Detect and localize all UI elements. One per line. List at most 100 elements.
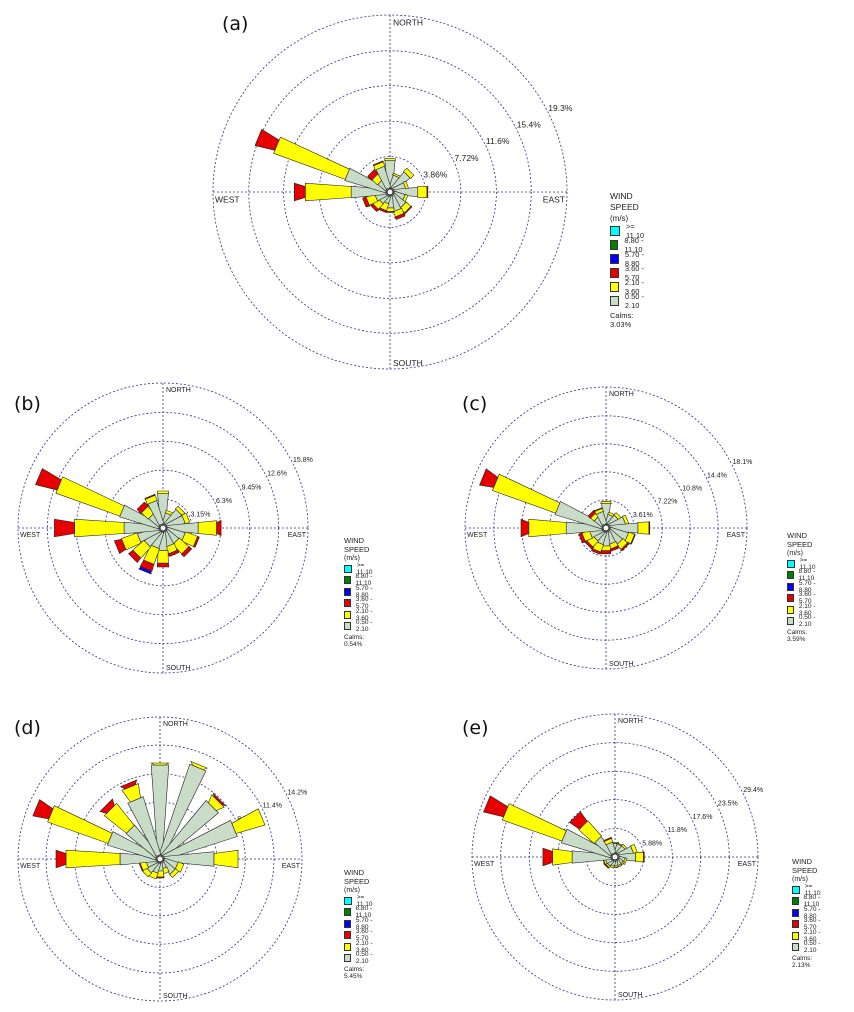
petal-nne-2-10-3-60 <box>190 760 209 770</box>
petal-nnw-3-60-5-70 <box>372 160 384 167</box>
petal-w-3-60-5-70 <box>55 849 67 869</box>
panel-label-e: (e) <box>462 717 489 739</box>
legend-calms: Calms: 5.45% <box>344 966 365 980</box>
legend-units: (m/s) <box>610 214 629 223</box>
legend-swatch <box>344 942 351 951</box>
legend-swatch <box>344 599 351 608</box>
compass-east: EAST <box>738 861 757 868</box>
legend-units: (m/s) <box>792 876 808 883</box>
legend-swatch <box>792 897 799 906</box>
legend-item: 0.50 - 2.10 <box>344 619 375 633</box>
legend-swatch <box>787 617 794 626</box>
legend-range-label: 3.60 - 5.70 <box>355 928 373 943</box>
petal-se-3-60-5-70 <box>403 205 412 214</box>
ring-label-2: 6.3% <box>216 498 232 505</box>
compass-south: SOUTH <box>166 665 191 672</box>
legend-range-label: 0.50 - 2.10 <box>624 292 645 310</box>
petal-s-3-60-5-70 <box>600 550 612 555</box>
panel-label-a: (a) <box>222 13 249 35</box>
legend-range-label: 5.70 - 8.80 <box>624 250 645 268</box>
legend-item: 5.70 - 8.80 <box>792 906 823 920</box>
petal-nw-2-10-3-60 <box>103 802 135 834</box>
legend-units: (m/s) <box>787 550 803 557</box>
petal-sw-3-60-5-70 <box>370 202 380 212</box>
petal-e-3-60-5-70 <box>216 519 222 537</box>
petal-ssw-5-70-8-80 <box>138 566 152 575</box>
legend-item: 5.70 - 8.80 <box>787 579 818 594</box>
ring-label-1: 3.61% <box>633 512 653 519</box>
legend-range-label: 2.10 - 3.60 <box>355 939 373 954</box>
ring-2 <box>318 120 462 264</box>
legend-range-label: 3.60 - 5.70 <box>798 591 816 606</box>
petal-ese-3-60-5-70 <box>193 536 200 548</box>
legend-item: 8.80 - 11.10 <box>344 573 375 587</box>
petal-nnw-0-50-2-10 <box>127 796 162 857</box>
legend-range-label: 5.70 - 8.80 <box>355 584 373 599</box>
compass-north: NORTH <box>393 18 423 28</box>
legend-calms: Calms: 0.54% <box>344 634 365 648</box>
legend-swatch <box>787 582 794 591</box>
legend-range-label: 5.70 - 8.80 <box>798 579 816 594</box>
petal-wnw-3-60-5-70 <box>483 795 509 818</box>
ring-label-2: 11.8% <box>668 827 687 834</box>
petal-se-3-60-5-70 <box>619 541 630 552</box>
legend-item: 0.50 - 2.10 <box>344 951 375 965</box>
legend-calms: Calms: 2.13% <box>792 955 813 969</box>
legend-range-label: 3.60 - 5.70 <box>803 917 821 932</box>
legend-item: 2.10 - 3.60 <box>787 602 818 617</box>
legend-range-label: 2.10 - 3.60 <box>355 607 373 622</box>
legend-range-label: 2.10 - 3.60 <box>803 928 821 943</box>
petal-se-2-10-3-60 <box>169 868 179 878</box>
ring-label-4: 11.4% <box>263 802 282 809</box>
petal-ese-2-10-3-60 <box>174 861 185 873</box>
legend-range-label: 0.50 - 2.10 <box>798 614 816 629</box>
petal-wsw-3-60-5-70 <box>113 538 127 554</box>
legend-item: 5.70 - 8.80 <box>610 250 647 268</box>
center-marker <box>611 853 619 861</box>
ring-label-5: 14.2% <box>287 789 307 796</box>
ring-label-3: 10.8% <box>682 486 702 493</box>
legend-swatch <box>344 954 351 963</box>
legend-item: >= 11.10 <box>792 883 823 897</box>
panel-label-d: (d) <box>14 717 41 739</box>
legend-swatch <box>610 282 619 292</box>
petal-wnw-2-10-3-60 <box>55 476 125 517</box>
legend-range-label: 8.80 - 11.10 <box>355 905 373 920</box>
petal-wsw-2-10-3-60 <box>120 532 142 551</box>
legend-swatch <box>344 610 351 619</box>
legend-swatch <box>344 896 352 905</box>
petal-n-2-10-3-60 <box>384 158 396 161</box>
compass-west: WEST <box>20 532 41 539</box>
ring-label-1: 3.86% <box>423 169 448 179</box>
legend-range-label: >= 11.10 <box>356 893 373 908</box>
petal-ese-3-60-5-70 <box>630 533 636 545</box>
compass-south: SOUTH <box>618 992 643 999</box>
petal-nw-3-60-5-70 <box>367 169 379 181</box>
legend-item: 2.10 - 3.60 <box>610 278 647 296</box>
ring-3 <box>283 85 497 299</box>
compass-east: EAST <box>543 195 565 205</box>
legend-item: >= 11.10 <box>787 557 818 571</box>
compass-north: NORTH <box>166 387 191 394</box>
compass-north: NORTH <box>618 718 643 725</box>
ring-label-5: 18.1% <box>732 459 752 466</box>
center-marker <box>602 524 610 532</box>
legend-range-label: 2.10 - 3.60 <box>798 602 816 617</box>
legend-range-label: 3.60 - 5.70 <box>355 596 373 611</box>
ring-label-3: 9.45% <box>242 484 262 491</box>
ring-label-4: 23.5% <box>718 800 738 807</box>
legend-item: 8.80 - 11.10 <box>792 894 823 908</box>
compass-south: SOUTH <box>163 993 188 1000</box>
petal-w-3-60-5-70 <box>542 847 553 867</box>
petal-w-2-10-3-60 <box>74 518 125 538</box>
petal-n-2-10-3-60 <box>157 490 169 495</box>
petal-ne-2-10-3-60 <box>208 794 225 811</box>
legend-title: WIND SPEED <box>344 536 370 554</box>
